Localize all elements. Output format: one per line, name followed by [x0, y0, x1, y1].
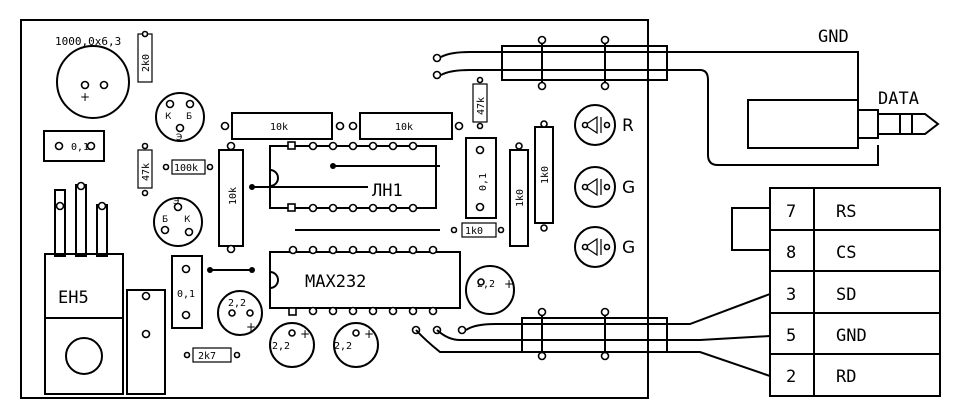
cap-01-left-label: 0,1	[71, 142, 89, 153]
res-1k0-a	[509, 149, 529, 247]
res-100k-label: 100k	[174, 163, 198, 174]
cap-22-a	[217, 290, 263, 336]
connector-pin-num-4: 5	[786, 326, 796, 346]
cap-22-c	[333, 322, 379, 368]
res-10k-b	[359, 112, 453, 140]
connector-pin-name-5: RD	[836, 367, 856, 387]
jack-data-label: DATA	[878, 89, 919, 109]
regulator-mount-hole	[65, 337, 103, 375]
wire-sd	[465, 293, 771, 331]
led-g2	[574, 226, 616, 268]
transistor-top-pin-e: Э	[176, 133, 182, 143]
connector-pin-num-2: 8	[786, 243, 796, 263]
res-10k-a-label: 10k	[270, 122, 288, 133]
res-2k7-label: 2k7	[198, 351, 216, 362]
diode-block	[126, 289, 166, 395]
connector-pin-name-3: SD	[836, 285, 856, 305]
res-1k0-c-label: 1k0	[465, 226, 483, 237]
wire-gnd	[440, 51, 859, 100]
cap-22-a-label: 2,2	[228, 298, 246, 309]
res-10k-a	[231, 112, 333, 140]
res-2k7	[192, 347, 232, 363]
chip-ln1	[269, 145, 437, 209]
transistor-top-pin-b: Б	[186, 112, 192, 122]
res-1k0-a-label: 1k0	[515, 189, 526, 207]
connector-pin-num-5: 2	[786, 367, 796, 387]
transistor-bottom-pin-b: Б	[162, 215, 168, 225]
cap-01-bottom-label: 0,1	[177, 289, 195, 300]
connector-pin-name-2: CS	[836, 243, 856, 263]
cap-22-d-plus: +	[504, 277, 514, 291]
cable-clamp-top	[501, 45, 668, 81]
cap-22-b-plus: +	[300, 327, 310, 341]
cap-22-b	[269, 322, 315, 368]
led-g1	[574, 166, 616, 208]
cap-22-d-label: 2,2	[477, 279, 495, 290]
cable-clamp-bottom	[521, 317, 668, 353]
board-outline	[20, 19, 649, 399]
res-47k-left-label: 47k	[141, 163, 152, 181]
transistor-bottom	[153, 197, 203, 247]
regulator-tab-pin-2	[75, 184, 87, 257]
chip-max232	[269, 251, 461, 309]
connector-pin-name-1: RS	[836, 202, 856, 222]
transistor-bottom-pin-k: К	[184, 215, 191, 225]
connector-table	[731, 187, 941, 397]
chip-ln1-pins	[287, 141, 418, 213]
led-g2-label: G	[622, 238, 635, 258]
cap-01-mid-label: 0,1	[478, 173, 489, 191]
res-1k0-c	[461, 222, 497, 238]
wire-data	[440, 69, 879, 166]
cap-01-left	[43, 130, 105, 162]
cap-22-c-plus: +	[364, 327, 374, 341]
res-10k-vertical-label: 10k	[228, 187, 239, 205]
cap-22-d	[465, 265, 515, 315]
chip-max232-pins	[288, 245, 438, 316]
led-g1-label: G	[622, 178, 635, 198]
wire-rd	[415, 329, 771, 377]
res-10k-b-label: 10k	[395, 122, 413, 133]
regulator-tab-pin-3	[96, 204, 108, 257]
regulator-eh5	[44, 253, 124, 395]
regulator-label: ЕН5	[58, 288, 89, 308]
jack-gnd-label: GND	[818, 27, 849, 47]
connector-pin-name-4: GND	[836, 326, 867, 346]
chip-max232-label: MAX232	[305, 272, 366, 292]
led-r-label: R	[622, 116, 634, 136]
res-47k-right	[472, 83, 488, 123]
cap-22-a-plus: +	[246, 320, 256, 334]
cap-01-mid	[465, 137, 497, 219]
cap-main	[56, 45, 130, 119]
wire-gnd2	[436, 329, 771, 341]
res-47k-left	[137, 149, 153, 189]
cap-01-bottom	[171, 255, 203, 329]
led-r	[574, 104, 616, 146]
res-1k0-b-label: 1k0	[540, 166, 551, 184]
transistor-top	[155, 92, 205, 142]
cap-main-plus: +	[80, 90, 90, 104]
transistor-bottom-pin-e: Э	[173, 197, 179, 207]
cap-22-c-label: 2,2	[334, 341, 352, 352]
connector-pin-num-1: 7	[786, 202, 796, 222]
chip-ln1-label: ЛН1	[372, 181, 403, 201]
res-47k-right-label: 47k	[476, 97, 487, 115]
transistor-top-pin-k: К	[165, 112, 172, 122]
res-100k	[171, 159, 206, 175]
regulator-tab-pin-1	[54, 189, 66, 257]
cap-main-label: 1000,0x6,3	[55, 35, 121, 48]
audio-jack	[747, 99, 940, 149]
cap-22-b-label: 2,2	[272, 341, 290, 352]
res-2k0-label: 2k0	[141, 54, 152, 72]
connector-pin-num-3: 3	[786, 285, 796, 305]
